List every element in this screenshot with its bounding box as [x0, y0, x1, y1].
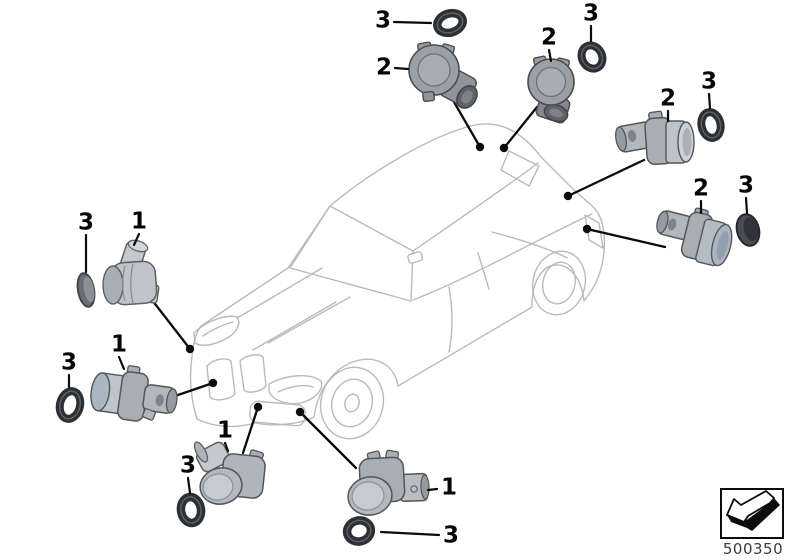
callout-label-sensor-rear-outer-left: 2: [375, 54, 393, 81]
seal-cap-front-outer-left: [76, 272, 96, 308]
callout-label-sensor-front-mid-left: 1: [110, 331, 128, 358]
front-wheel: [319, 366, 385, 440]
car-line-art: [189, 123, 606, 440]
pdc-sensor-rear-inner-right: [615, 110, 695, 166]
leader-line-to-bumper-center: [241, 405, 260, 455]
pdc-sensor-rear-outer-left: [408, 41, 478, 109]
leader-dot-to-roof-left: [475, 142, 485, 152]
pdc-sensor-front-center-left: [193, 441, 266, 505]
rear-wheel: [531, 250, 587, 316]
callout-label-sensor-front-center-left: 1: [216, 417, 234, 444]
callout-label-sensor-front-center-right: 1: [440, 474, 458, 501]
sealing-ring-top-left: [433, 8, 467, 38]
callout-label-ring-front-mid-left: 3: [60, 349, 78, 376]
windshield: [289, 205, 414, 302]
sealing-ring-front-mid-left: [55, 387, 85, 423]
callout-line-sensor-rear-inner-left: [547, 48, 553, 63]
beltline: [412, 213, 593, 301]
b-pillar: [477, 252, 490, 290]
door-seam: [448, 286, 453, 353]
callout-label-ring-front-center-right: 3: [442, 522, 460, 549]
headlight-right: [268, 375, 323, 405]
sealing-ring-front-center-right: [342, 516, 376, 546]
headlight-left: [193, 315, 240, 346]
leader-dot-to-rear-pillar: [563, 191, 573, 201]
callout-label-sensor-rear-inner-right: 2: [659, 85, 677, 112]
callout-label-seal-front-outer-left: 3: [77, 209, 95, 236]
pdc-sensors: [90, 41, 733, 516]
doc-number: 500350: [722, 540, 784, 558]
sealing-rings: [55, 8, 761, 546]
kidney-grille-left: [206, 358, 236, 401]
callout-label-ring-front-center-left: 3: [179, 452, 197, 479]
callout-line-ring-front-center-left: [186, 476, 192, 495]
leader-dot-to-bumper-right: [295, 407, 305, 417]
leader-line-to-roof-left: [448, 93, 482, 149]
leader-line-to-headlight-left: [150, 298, 192, 351]
callout-line-seal-rear-outer-right: [744, 196, 749, 215]
callout-label-seal-rear-outer-right: 3: [737, 172, 755, 199]
pdc-sensor-front-mid-left: [90, 365, 178, 422]
rear-window: [500, 150, 540, 187]
leader-line-to-rear-quarter: [585, 227, 667, 249]
kidney-grille-right: [239, 354, 267, 393]
leader-line-to-bumper-left: [173, 381, 215, 398]
hood-crease-b: [267, 296, 351, 344]
callout-label-sensor-rear-outer-right: 2: [692, 175, 710, 202]
callout-line-ring-front-center-right: [379, 530, 441, 537]
roof-edge: [412, 162, 539, 252]
sealing-ring-rear-inner-right: [697, 108, 725, 142]
callout-line-sensor-front-center-left: [223, 441, 230, 453]
callout-line-sensor-rear-outer-left: [393, 66, 410, 71]
callout-label-ring-top-left: 3: [374, 7, 392, 34]
callout-label-ring-rear-inner-left: 3: [582, 0, 600, 27]
pdc-sensor-rear-inner-left: [527, 55, 575, 124]
callout-line-sensor-front-outer-left: [132, 232, 141, 247]
leader-line-to-rear-pillar: [566, 158, 646, 198]
pdc-sensor-rear-outer-right: [656, 207, 733, 267]
seal-cap-rear-outer-right: [735, 213, 761, 247]
callout-label-ring-rear-inner-right: 3: [700, 68, 718, 95]
pdc-sensor-front-outer-left: [102, 239, 160, 306]
rear-quarter-crease: [491, 231, 568, 259]
callout-label-sensor-rear-inner-left: 2: [540, 24, 558, 51]
leader-line-to-bumper-right: [298, 410, 358, 470]
hood-cut-line: [236, 267, 323, 319]
callout-pointer-lines: [67, 20, 749, 537]
side-mirror: [407, 251, 424, 264]
car-body-outline: [189, 123, 606, 428]
leader-dot-to-rear-quarter: [582, 224, 592, 234]
callout-line-ring-rear-inner-right: [707, 92, 712, 110]
sealing-ring-front-center-left: [176, 492, 206, 528]
callout-label-sensor-front-outer-left: 1: [130, 208, 148, 235]
leader-dot-to-roof-right: [499, 143, 509, 153]
leader-dot-to-headlight-left: [185, 344, 195, 354]
callout-line-sensor-front-mid-left: [117, 355, 126, 371]
sealing-ring-rear-inner-left: [577, 41, 607, 73]
leader-line-to-roof-right: [502, 105, 539, 150]
callout-line-ring-top-left: [392, 20, 433, 25]
direction-arrow-icon: [720, 488, 784, 539]
leader-dot-to-bumper-center: [253, 402, 263, 412]
hood-crease-a: [252, 301, 337, 351]
leader-dot-to-bumper-left: [208, 378, 218, 388]
callout-line-sensor-front-center-right: [426, 487, 439, 492]
leader-lines-layer: [150, 93, 667, 470]
pdc-sensor-front-center-right: [347, 449, 430, 516]
